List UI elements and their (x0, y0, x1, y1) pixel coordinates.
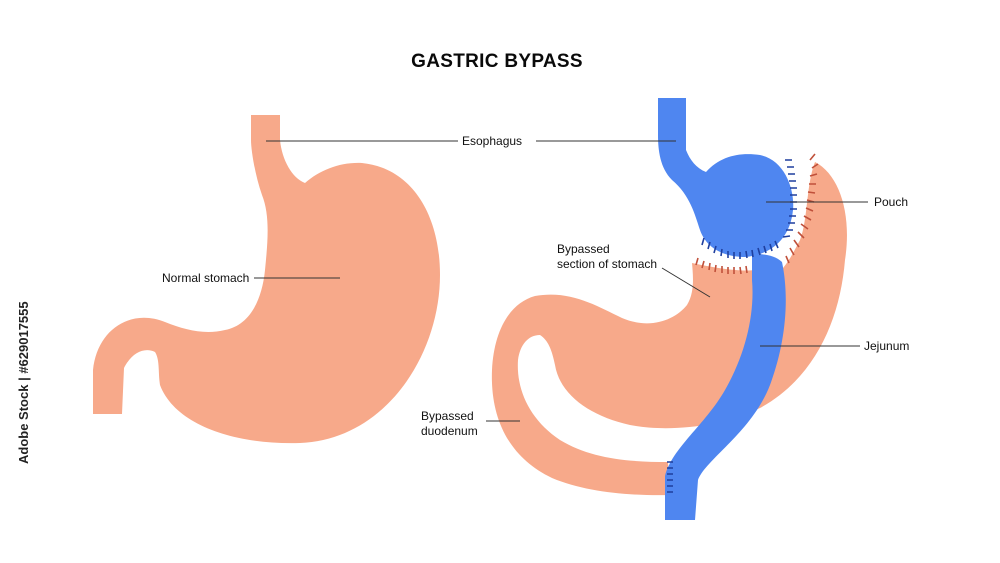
bypass-illustration (492, 98, 847, 520)
bypassed-stomach-shape (492, 162, 847, 495)
esophagus-label: Esophagus (462, 134, 522, 148)
bypassed-section-label-line2: section of stomach (557, 257, 657, 271)
stock-id-watermark: Adobe Stock | #629017555 (16, 301, 31, 464)
normal-stomach-illustration (93, 115, 440, 443)
normal-stomach-label: Normal stomach (162, 271, 249, 285)
jejunum-label: Jejunum (864, 339, 909, 353)
bypassed-duodenum-label-line1: Bypassed (421, 409, 474, 423)
esophagus-pouch-shape (658, 98, 793, 257)
diagram-title: GASTRIC BYPASS (411, 51, 583, 72)
pouch-label: Pouch (874, 195, 908, 209)
bypassed-section-label-line1: Bypassed (557, 242, 610, 256)
normal-stomach-shape (93, 115, 440, 443)
bypassed-duodenum-label-line2: duodenum (421, 424, 478, 438)
